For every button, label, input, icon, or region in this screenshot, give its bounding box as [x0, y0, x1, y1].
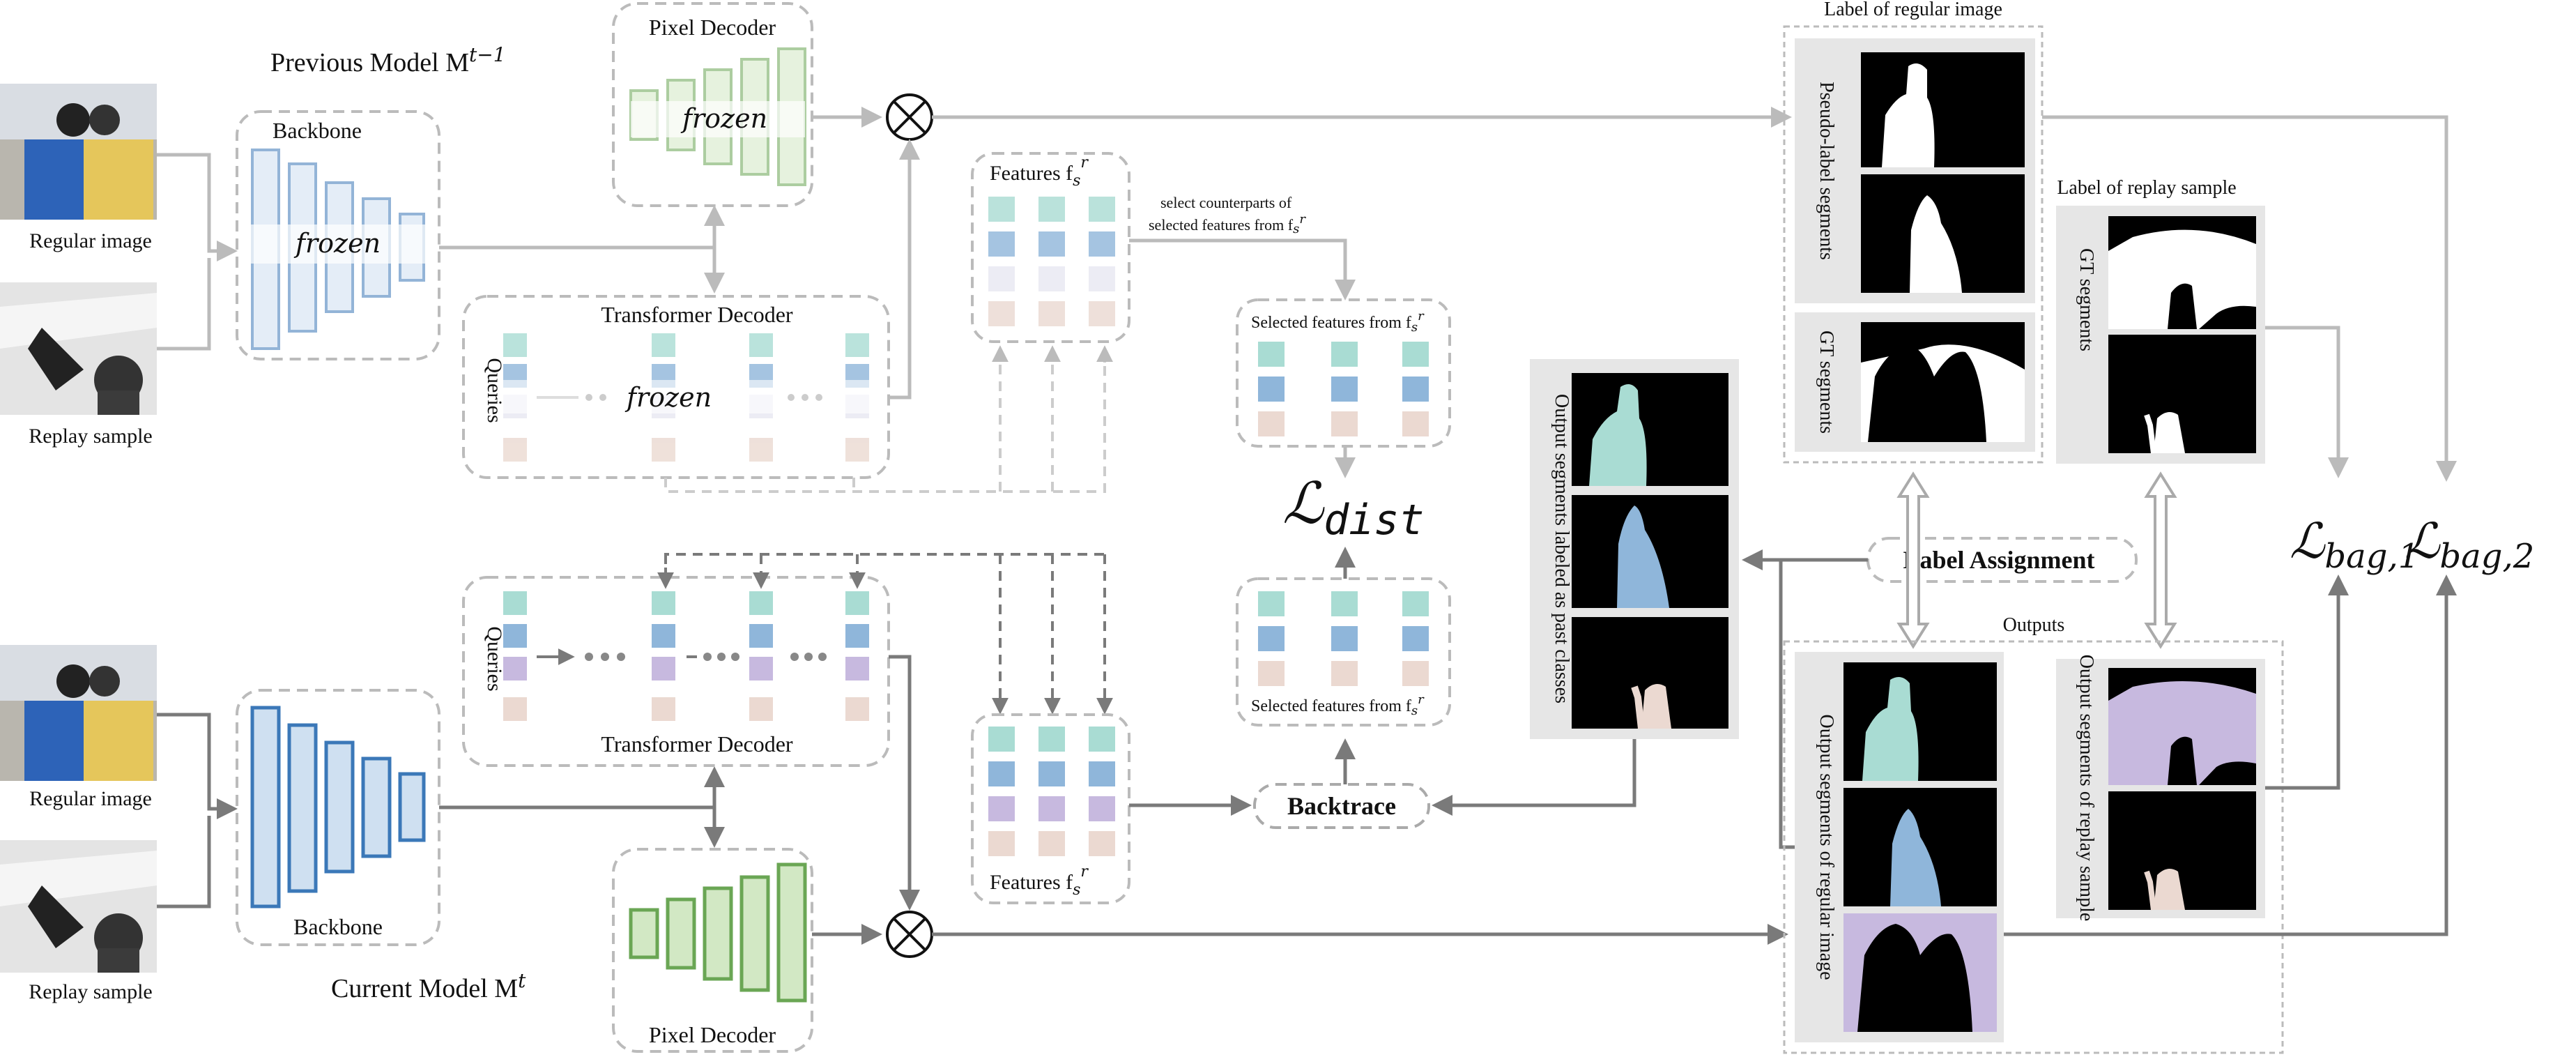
output-segments-past-masks	[1572, 373, 1728, 729]
pseudo-label-segments-label: Pseudo-label segments	[1816, 82, 1837, 260]
arrow-features-to-selected-top	[1129, 238, 1356, 301]
features-label-top: Features fsr	[990, 154, 1089, 190]
backbone-box-bottom	[236, 689, 440, 946]
arrow-regular-to-backbone-bottom	[157, 713, 238, 819]
arrow-transformer-to-multiply-top	[889, 139, 920, 400]
replay-sample-label-bottom: Replay sample	[29, 980, 152, 1003]
label-assignment-label: Label Assignment	[1903, 546, 2094, 574]
selected-features-grid-bottom	[1258, 591, 1429, 686]
output-replay-masks	[2108, 668, 2256, 911]
output-segments-replay-label: Output segments of replay sample	[2076, 655, 2097, 922]
gt-replay-masks	[2108, 216, 2256, 454]
regular-image-label-top: Regular image	[29, 229, 152, 252]
frozen-backbone-text: frozen	[293, 228, 381, 259]
frozen-transformer-text: frozen	[624, 382, 712, 413]
outputs-title: Outputs	[2003, 614, 2065, 636]
regular-image-photo-bottom	[0, 645, 157, 781]
label-regular-image-box	[1783, 25, 2044, 464]
select-counterparts-text-2: selected features from fsr	[1149, 212, 1306, 236]
arrow-replay-to-backbone-bottom	[157, 816, 211, 908]
previous-model-title: Previous Model Mt−1	[270, 43, 506, 77]
features-label-bottom: Features fsr	[990, 863, 1089, 899]
features-box-bottom	[971, 713, 1130, 904]
frozen-pixel-decoder-text: frozen	[680, 103, 767, 134]
multiply-icon-bottom	[886, 911, 933, 958]
selected-features-label-bottom: Selected features from fsr	[1251, 692, 1425, 718]
output-segments-regular-label: Output segments of regular image	[1816, 714, 1837, 980]
loss-bag-2: ℒbag,2	[2405, 512, 2534, 576]
features-grid-bottom	[988, 727, 1115, 856]
replay-sample-photo-top	[0, 282, 157, 415]
pixel-decoder-label-bottom: Pixel Decoder	[649, 1022, 776, 1047]
regular-image-photo-top	[0, 84, 157, 220]
arrow-past-segments-to-backtrace	[1432, 739, 1636, 816]
pixel-decoder-label-top: Pixel Decoder	[649, 15, 776, 40]
gt-segments-replay-label: GT segments	[2076, 248, 2097, 351]
output-regular-masks	[1843, 662, 1997, 1032]
replay-sample-photo-bottom	[0, 840, 157, 973]
selected-features-label-top: Selected features from fsr	[1251, 309, 1425, 335]
arrow-regular-to-backbone-top	[157, 153, 238, 261]
arrow-transformer-to-multiply-bottom	[889, 655, 920, 911]
double-arrow-right	[2144, 471, 2177, 649]
backbone-label-top: Backbone	[273, 118, 362, 143]
pixel-decoder-box-top	[612, 2, 813, 207]
backtrace-label: Backtrace	[1287, 792, 1396, 820]
pixel-decoder-box-bottom	[612, 848, 813, 1053]
multiply-icon-top	[886, 93, 933, 141]
selected-features-box-bottom	[1236, 577, 1451, 727]
label-regular-image-title: Label of regular image	[1824, 0, 2002, 20]
arrow-replay-output-to-bag1	[2265, 575, 2349, 790]
transformer-decoder-label-top: Transformer Decoder	[601, 302, 793, 327]
arrow-label-regular-to-bag2	[2042, 115, 2457, 482]
gt-regular-masks	[1861, 322, 2025, 442]
features-box-top	[971, 152, 1130, 343]
backbone-label-bottom: Backbone	[293, 914, 383, 939]
loss-dist: ℒdist	[1282, 471, 1425, 545]
outputs-box	[1783, 640, 2284, 1054]
features-grid-top	[988, 197, 1115, 326]
pseudo-label-masks	[1861, 52, 2025, 293]
pixel-decoder-layers-bottom	[629, 862, 807, 1003]
queries-label-bottom: Queries	[483, 626, 506, 691]
regular-image-label-bottom: Regular image	[29, 787, 152, 810]
arrow-regular-output-to-bag2	[2004, 575, 2457, 936]
gt-segments-regular-label: GT segments	[1816, 330, 1837, 434]
select-counterparts-text-1: select counterparts of	[1160, 194, 1292, 211]
backbone-layers-bottom	[250, 706, 426, 908]
transformer-decoder-label-bottom: Transformer Decoder	[601, 731, 793, 756]
selected-features-grid-top	[1258, 342, 1429, 436]
replay-sample-label-top: Replay sample	[29, 425, 152, 448]
loss-bag-1: ℒbag,1	[2290, 512, 2419, 576]
query-columns-bottom	[503, 591, 869, 721]
transformer-decoder-box-top	[462, 295, 890, 479]
arrow-replay-to-backbone-top	[157, 258, 211, 351]
transformer-decoder-box-bottom	[462, 576, 890, 767]
label-replay-sample-title: Label of replay sample	[2057, 177, 2236, 199]
double-arrow-left	[1896, 471, 1930, 649]
current-model-title: Current Model Mt	[331, 969, 526, 1003]
backtrace-box	[1253, 783, 1430, 829]
output-segments-past-label: Output segments labeled as past classes	[1551, 394, 1572, 704]
backbone-box-top	[236, 110, 440, 360]
arrow-label-replay-to-bag1	[2265, 326, 2349, 478]
